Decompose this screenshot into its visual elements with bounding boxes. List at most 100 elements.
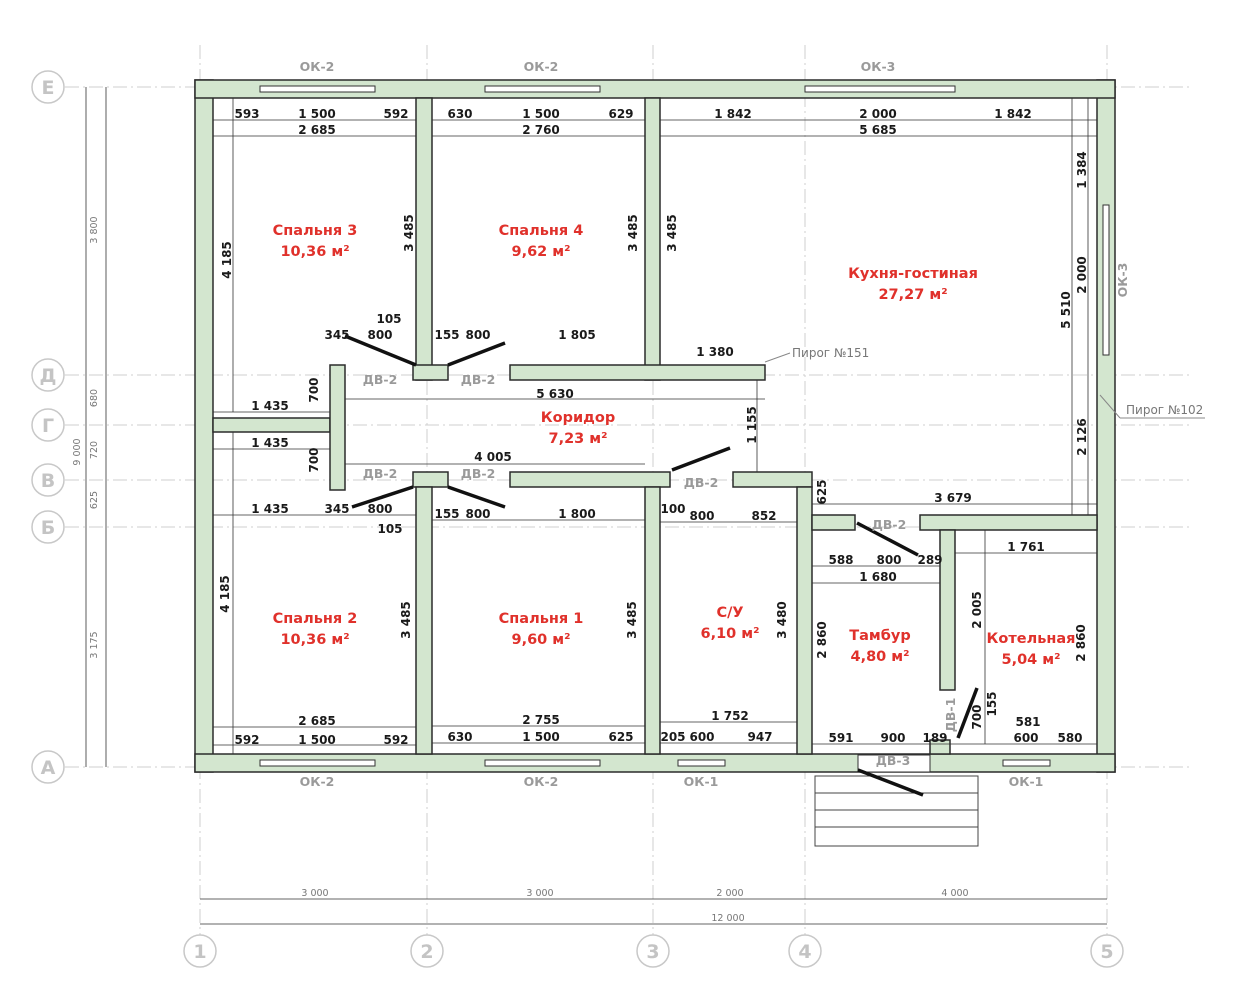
opening-label: ДВ-2 bbox=[872, 517, 907, 532]
dimension-value: 1 435 bbox=[251, 436, 289, 450]
dimension-value: 1 500 bbox=[522, 730, 560, 744]
room-area: 5,04 м² bbox=[1001, 652, 1060, 668]
window bbox=[1102, 204, 1110, 356]
dimension-value: 629 bbox=[608, 107, 633, 121]
opening-label: ДВ-2 bbox=[461, 372, 496, 387]
dimension-value: 630 bbox=[447, 730, 472, 744]
walls bbox=[194, 79, 1116, 773]
dimension-value: 345 bbox=[324, 502, 349, 516]
door-swings bbox=[344, 334, 979, 797]
dimension-value: 852 bbox=[751, 509, 776, 523]
dimension-value: 2 860 bbox=[1074, 624, 1088, 662]
room-area: 7,23 м² bbox=[548, 431, 607, 447]
dimension-value: 189 bbox=[922, 731, 947, 745]
room-name: Кухня-гостиная bbox=[848, 266, 978, 282]
opening-label: ДВ-2 bbox=[461, 466, 496, 481]
dimension-value: 3 679 bbox=[934, 491, 972, 505]
windows bbox=[259, 85, 1110, 773]
wall bbox=[415, 97, 433, 381]
dimension-value: 588 bbox=[828, 553, 853, 567]
axis-row-label: Б bbox=[41, 517, 55, 539]
dimension-value: 1 435 bbox=[251, 399, 289, 413]
grid-lines bbox=[65, 45, 1190, 935]
room-name: Спальня 2 bbox=[273, 611, 358, 627]
room-area: 10,36 м² bbox=[280, 632, 349, 648]
dimension-value: 800 bbox=[465, 328, 490, 342]
dimension-value: 592 bbox=[383, 107, 408, 121]
outer-dim-left: 720 bbox=[89, 441, 100, 459]
opening-label: ОК-3 bbox=[1115, 263, 1130, 298]
axis-circle bbox=[31, 358, 65, 392]
dimension-value: 1 761 bbox=[1007, 540, 1045, 554]
opening-label: ОК-2 bbox=[524, 59, 559, 74]
dimension-value: 205 bbox=[660, 730, 685, 744]
dimension-value: 155 bbox=[434, 507, 459, 521]
window bbox=[484, 759, 601, 767]
dimension-value: 2 685 bbox=[298, 714, 336, 728]
dimension-lines bbox=[85, 87, 1205, 925]
dimension-value: 100 bbox=[660, 502, 685, 516]
dimension-value: 3 485 bbox=[399, 601, 413, 639]
dimension-value: 2 860 bbox=[815, 621, 829, 659]
dimension-value: 5 630 bbox=[536, 387, 574, 401]
dimension-value: 591 bbox=[828, 731, 853, 745]
wall bbox=[644, 486, 661, 755]
window bbox=[259, 759, 376, 767]
wall bbox=[644, 97, 661, 381]
axis-circle bbox=[410, 934, 444, 968]
room-name: Котельная bbox=[987, 631, 1076, 647]
dimension-value: 289 bbox=[917, 553, 942, 567]
dimension-value: 700 bbox=[307, 447, 321, 472]
dimension-value: 947 bbox=[747, 730, 772, 744]
dimension-value: 625 bbox=[815, 479, 829, 504]
axis-row-label: Е bbox=[42, 77, 55, 99]
dimension-value: 2 126 bbox=[1075, 418, 1089, 456]
dimension-value: 700 bbox=[307, 377, 321, 402]
dimension-value: 2 760 bbox=[522, 123, 560, 137]
dimension-value: 1 680 bbox=[859, 570, 897, 584]
axis-row-label: А bbox=[41, 757, 56, 779]
opening-label: ДВ-1 bbox=[943, 698, 958, 733]
axis-circle bbox=[31, 70, 65, 104]
dimension-value: 800 bbox=[876, 553, 901, 567]
dimension-value: 1 384 bbox=[1075, 151, 1089, 189]
outer-dim-left: 3 175 bbox=[89, 631, 100, 658]
dimension-value: 105 bbox=[377, 522, 402, 536]
dimension-value: 800 bbox=[367, 502, 392, 516]
room-name: Спальня 3 bbox=[273, 223, 358, 239]
dimension-value: 1 500 bbox=[298, 733, 336, 747]
axis-circle bbox=[31, 408, 65, 442]
outer-dim-bottom: 4 000 bbox=[941, 888, 968, 899]
dimension-value: 1 155 bbox=[745, 406, 759, 444]
wall bbox=[732, 471, 813, 488]
notes: Пирог №151 Пирог №102 bbox=[792, 346, 1203, 417]
window bbox=[259, 85, 376, 93]
axis-col-label: 5 bbox=[1100, 941, 1113, 963]
room-name: Спальня 4 bbox=[499, 223, 584, 239]
dimension-value: 1 842 bbox=[714, 107, 752, 121]
wall bbox=[212, 417, 331, 433]
dimension-value: 3 485 bbox=[626, 214, 640, 252]
entrance-opening bbox=[857, 754, 931, 773]
wall bbox=[412, 471, 449, 488]
opening-label: ОК-1 bbox=[1009, 774, 1044, 789]
dimension-value: 155 bbox=[985, 691, 999, 716]
axis-row-label: В bbox=[41, 470, 55, 492]
axis-circle bbox=[1090, 934, 1124, 968]
dimension-value: 1 800 bbox=[558, 507, 596, 521]
outer-dim-bottom: 3 000 bbox=[301, 888, 328, 899]
axis-col-label: 1 bbox=[193, 941, 206, 963]
dimension-value: 3 485 bbox=[402, 214, 416, 252]
dimension-value: 1 380 bbox=[696, 345, 734, 359]
dimension-value: 155 bbox=[434, 328, 459, 342]
outer-dim-bottom: 2 000 bbox=[716, 888, 743, 899]
dimension-value: 4 185 bbox=[220, 241, 234, 279]
dimension-value: 800 bbox=[367, 328, 392, 342]
dimension-value: 593 bbox=[234, 107, 259, 121]
room-area: 9,60 м² bbox=[511, 632, 570, 648]
dimension-value: 5 510 bbox=[1059, 291, 1073, 329]
wall bbox=[939, 529, 956, 691]
